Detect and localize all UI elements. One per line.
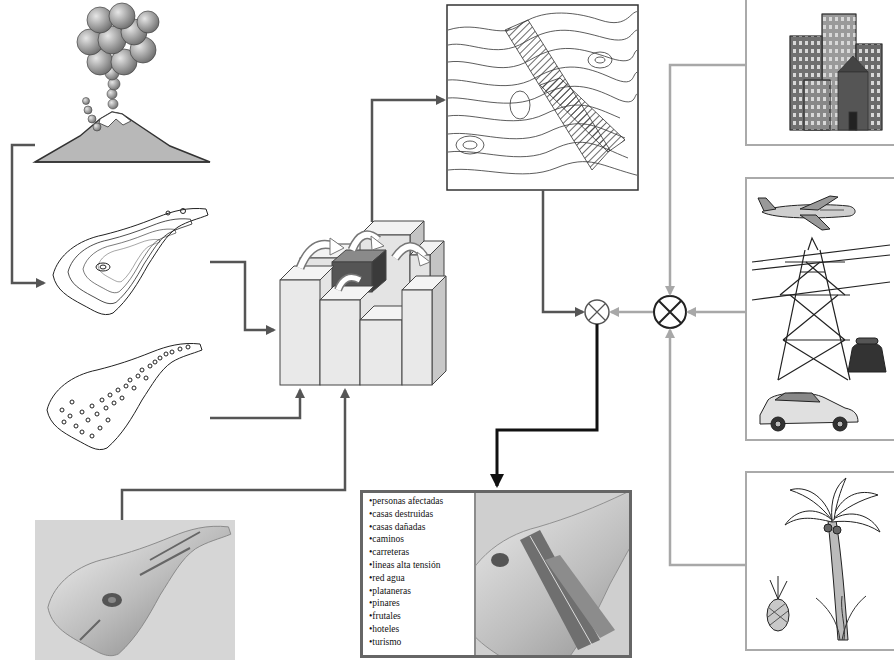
result-relief [476,493,629,655]
impact-item: •red agua [369,572,475,585]
impact-item: •personas afectadas [369,495,475,508]
result-panel: •personas afectadas•casas destruidas•cas… [360,490,632,658]
infrastructure-icons [752,196,890,431]
impact-list: •personas afectadas•casas destruidas•cas… [363,493,478,655]
impact-item: •frutales [369,610,475,623]
impact-item: •plataneras [369,585,475,598]
impact-item: •caminos [369,533,475,546]
model-block [280,221,446,385]
impact-item: •hoteles [369,623,475,636]
panel-frame [746,0,894,650]
impact-item: •casas dañadas [369,521,475,534]
impact-item: •carreteras [369,546,475,559]
combine-operator [585,296,686,328]
contour-island [53,208,208,314]
relief-image [35,520,235,660]
event-island [47,343,202,449]
impact-item: •pinares [369,597,475,610]
buildings-icon [790,14,882,130]
impact-item: •casas destruidas [369,508,475,521]
volcano-icon [35,3,210,162]
impact-item: •lineas alta tensión [369,559,475,572]
panel-divider [474,492,476,656]
hazard-map [447,5,640,190]
crops-icon [767,478,880,640]
flow-arrows [300,235,430,290]
impact-item: •turismo [369,636,475,649]
